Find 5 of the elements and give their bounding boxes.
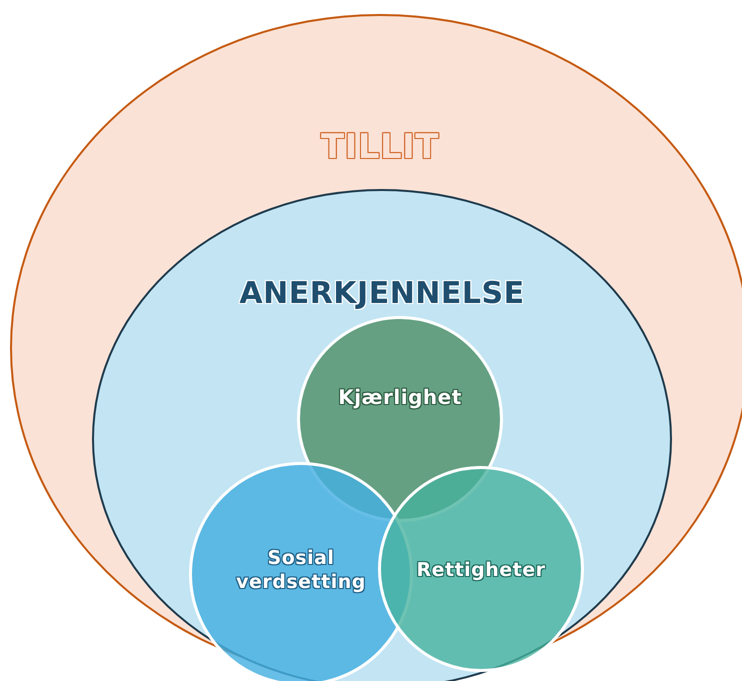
heading: ANERKJENNELSE	[239, 275, 525, 312]
circle-label: Kjærlighet	[338, 385, 462, 410]
heading: TILLIT	[320, 126, 439, 168]
circle-label: Sosial verdsetting	[236, 547, 366, 594]
circle-label: Rettigheter	[416, 559, 546, 583]
